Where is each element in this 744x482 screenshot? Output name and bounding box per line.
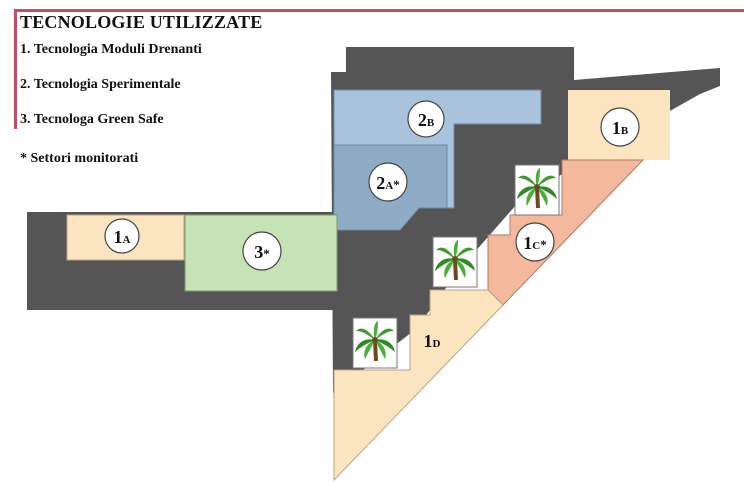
svg-text:1A: 1A xyxy=(114,227,131,247)
sector-1a-number: 1 xyxy=(114,227,123,247)
svg-text:1C*: 1C* xyxy=(523,233,546,253)
legend-item-1: 1. Tecnologia Moduli Drenanti xyxy=(20,42,202,57)
sector-1d: 1D xyxy=(333,289,504,482)
svg-text:3*: 3* xyxy=(254,242,270,262)
sector-2a-letter: A xyxy=(385,180,393,192)
sector-1d-number: 1 xyxy=(424,331,433,351)
palm-tree-icon xyxy=(351,316,399,370)
palm-tree-icon xyxy=(513,163,561,217)
sector-1c-letter: C xyxy=(532,240,540,252)
sector-2a-star: * xyxy=(393,177,400,192)
sector-1a: 1A xyxy=(66,214,185,261)
legend-note: * Settori monitorati xyxy=(20,151,139,166)
sector-1b-letter: B xyxy=(621,125,629,137)
sector-2a-number: 2 xyxy=(376,173,385,193)
legend-frame-left xyxy=(14,9,17,129)
sector-2b-letter: B xyxy=(427,117,435,129)
palm-tree-icon xyxy=(431,235,479,289)
legend-frame-top xyxy=(14,9,744,12)
legend-title: TECNOLOGIE UTILIZZATE xyxy=(20,12,263,32)
svg-text:1B: 1B xyxy=(612,118,629,138)
sector-3-star: * xyxy=(263,246,270,261)
sector-2b: 2B xyxy=(333,89,542,209)
sector-2a: 2A* xyxy=(333,144,448,231)
sector-1d-letter: D xyxy=(433,338,441,350)
sector-3-number: 3 xyxy=(254,242,263,262)
sector-1b-number: 1 xyxy=(612,118,621,138)
legend-item-3: 3. Tecnologa Green Safe xyxy=(20,112,164,127)
legend: TECNOLOGIE UTILIZZATE 1. Tecnologia Modu… xyxy=(20,12,263,166)
svg-text:2A*: 2A* xyxy=(376,173,399,193)
sector-3: 3* xyxy=(184,214,338,292)
svg-text:1D: 1D xyxy=(424,331,441,351)
sector-2b-number: 2 xyxy=(418,110,427,130)
svg-text:2B: 2B xyxy=(418,110,435,130)
sector-1c-star: * xyxy=(540,237,547,252)
legend-item-2: 2. Tecnologia Sperimentale xyxy=(20,77,181,92)
sector-1c-number: 1 xyxy=(523,233,532,253)
sector-1a-letter: A xyxy=(123,234,131,246)
